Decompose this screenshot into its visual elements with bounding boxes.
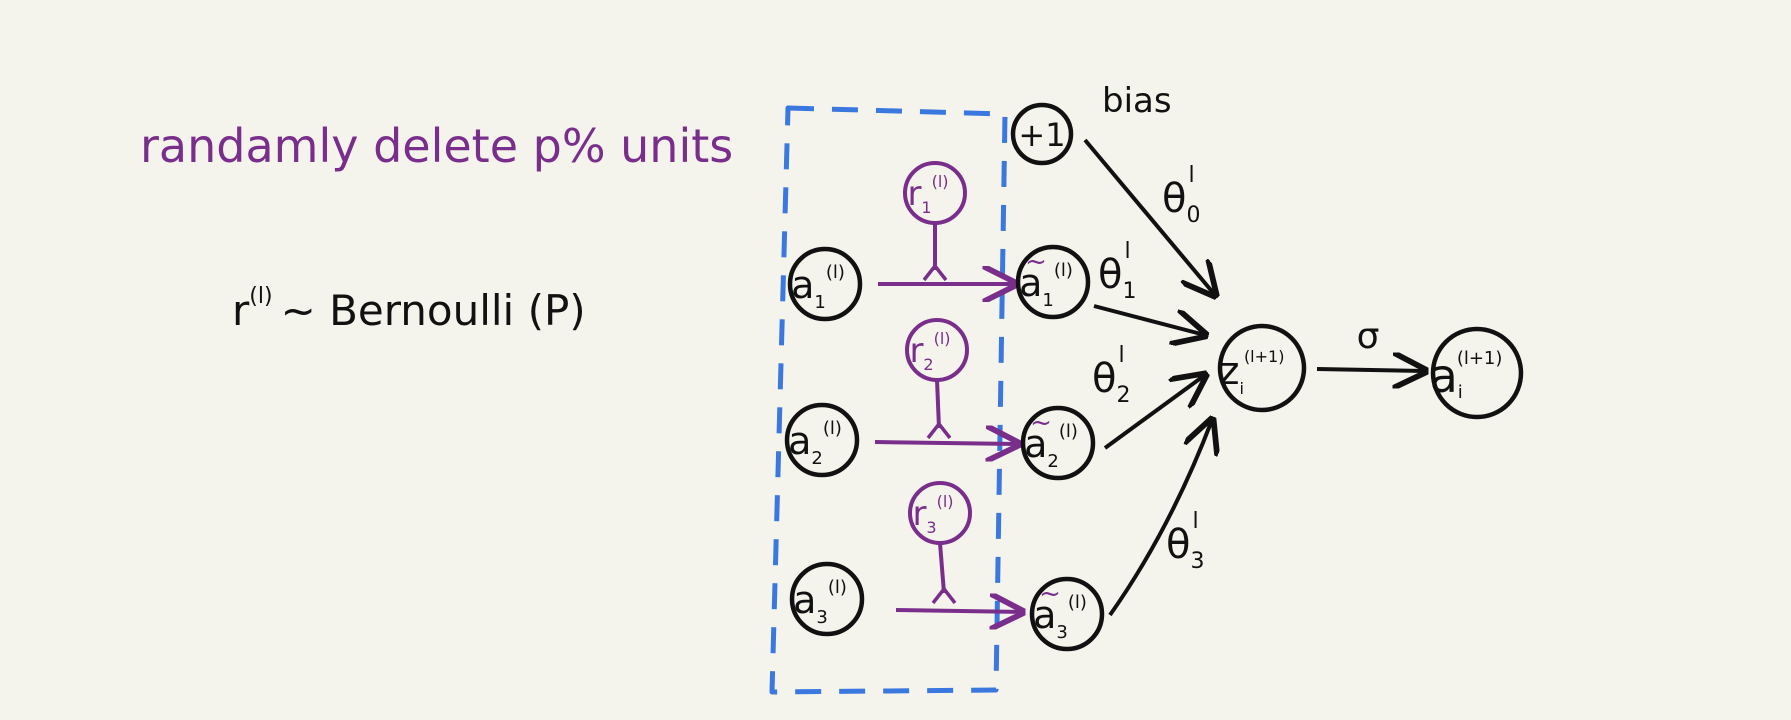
input-node-3-sup: (l) [828,577,847,598]
mask-node-3-base: r [912,494,926,534]
formula-rest: ~ Bernoulli (P) [281,286,586,335]
dropout-region-box [769,105,1008,695]
thinned-node-1-sub: 1 [1042,290,1053,311]
mask-node-2-sup: (l) [934,329,951,348]
thinned-node-1-tilde: ~ [1025,247,1047,277]
thinned-node-1-base: a [1019,261,1042,305]
input-node-1-base: a [791,263,814,307]
output-node-sup: (l+1) [1457,348,1503,369]
svg-text:a2(l): a2(l) [1024,421,1078,472]
bias-node: +1 [1010,102,1074,166]
input-node-2-sub: 2 [811,448,822,469]
activation-label: σ [1357,316,1380,357]
theta-1-base: θ [1098,252,1122,298]
theta-2-base: θ [1092,356,1116,402]
mask-node-1-sup: (l) [932,172,949,191]
input-node-2-sup: (l) [823,418,842,439]
svg-text:a1(l): a1(l) [791,262,845,313]
theta-1-sub: 1 [1122,279,1136,304]
sum-node-base: z [1220,349,1240,393]
thinned-node-2: a2(l) ~ [1020,405,1096,481]
svg-text:zi(l+1): zi(l+1) [1220,347,1285,398]
weight-arrow-2 [1103,375,1205,450]
thinned-node-1: a1(l) ~ [1015,244,1091,320]
thinned-node-2-sub: 2 [1047,451,1058,472]
output-node-base: a [1430,349,1458,403]
thinned-node-1-sup: (l) [1054,260,1073,281]
mask-node-1: r1(l) [903,161,967,282]
thinned-node-3: a3(l) ~ [1029,576,1105,652]
theta-1: θ1 l [1098,239,1136,304]
weight-arrow-0 [1083,138,1215,295]
bias-label: bias [1102,81,1172,121]
dropout-arrow-2 [874,442,1018,444]
svg-text:a3(l): a3(l) [1033,592,1087,643]
thinned-node-3-sub: 3 [1056,622,1067,643]
input-node-3-base: a [793,578,816,622]
output-node: ai (l+1) [1430,326,1524,420]
input-node-2-base: a [788,419,811,463]
theta-0-sub: 0 [1186,203,1200,228]
theta-2-sub: 2 [1116,383,1130,408]
dropout-arrow-3 [895,610,1022,612]
thinned-node-3-tilde: ~ [1039,579,1061,609]
theta-2-sup: l [1118,343,1124,368]
svg-text:r1(l): r1(l) [907,172,948,217]
heading: randamly delete p% units [140,119,733,173]
svg-text:a3(l): a3(l) [793,577,847,628]
mask-node-2: r2(l) [905,318,969,440]
mask-node-1-base: r [907,174,921,214]
input-node-3-sub: 3 [816,607,827,628]
mask-node-3-sup: (l) [937,492,954,511]
thinned-node-2-tilde: ~ [1030,408,1052,438]
thinned-node-3-base: a [1033,593,1056,637]
svg-text:r2(l): r2(l) [909,329,950,374]
theta-3-sup: l [1192,509,1198,534]
input-node-2: a2(l) [784,402,860,478]
theta-3: θ3 l [1166,509,1204,574]
theta-3-base: θ [1166,522,1190,568]
bernoulli-formula: r(l) ~ Bernoulli (P) [232,284,586,335]
formula-r-sup: (l) [249,284,272,309]
svg-text:ai(l+1): ai (l+1) [1430,348,1503,403]
mask-node-1-sub: 1 [921,198,931,217]
theta-1-sup: l [1124,239,1130,264]
output-node-sub: i [1458,382,1463,403]
svg-text:r3(l): r3(l) [912,492,953,537]
sum-node-sup: (l+1) [1244,347,1285,366]
theta-0: θ0 l [1162,163,1200,228]
theta-2: θ2 l [1092,343,1130,408]
svg-text:a2(l): a2(l) [788,418,842,469]
theta-0-sup: l [1188,163,1194,188]
mask-node-3-sub: 3 [926,518,936,537]
sum-node-sub: i [1239,379,1243,398]
theta-0-base: θ [1162,176,1186,222]
mask-node-2-base: r [909,331,923,371]
input-node-1: a1(l) [787,246,863,322]
sum-node: zi(l+1) [1217,323,1307,413]
svg-text:a1(l): a1(l) [1019,260,1073,311]
mask-node-2-sub: 2 [923,355,933,374]
bias-node-text: +1 [1018,116,1065,154]
input-node-3: a3(l) [789,561,865,637]
thinned-node-3-sup: (l) [1068,592,1087,613]
activation-arrow [1316,369,1425,371]
weight-arrow-1 [1093,304,1205,335]
thinned-node-2-base: a [1024,422,1047,466]
mask-node-3: r3(l) [908,481,972,605]
formula-r: r [232,286,250,335]
input-node-1-sub: 1 [814,292,825,313]
input-node-1-sup: (l) [826,262,845,283]
weight-arrow-3 [1108,420,1212,617]
theta-3-sub: 3 [1190,549,1204,574]
thinned-node-2-sup: (l) [1059,421,1078,442]
